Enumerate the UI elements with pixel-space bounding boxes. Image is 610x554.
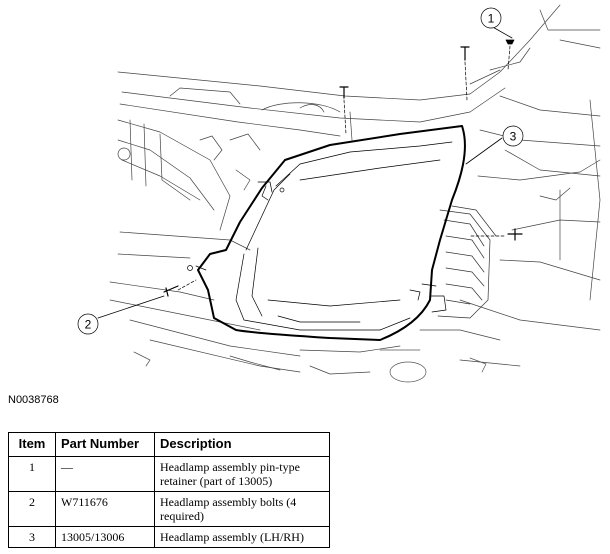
table-header-row: Item Part Number Description (8, 432, 330, 457)
callout-1: 1 (480, 7, 502, 29)
table-row: 2 W711676 Headlamp assembly bolts (4 req… (8, 491, 330, 527)
bumper-details (133, 349, 487, 383)
cell-part-number: 13005/13006 (55, 526, 155, 548)
cell-part-number: W711676 (55, 491, 155, 527)
cell-item: 1 (8, 456, 56, 492)
grille-linework (109, 119, 521, 375)
cooling-module (437, 205, 497, 319)
cell-description: Headlamp assembly pin-type retainer (par… (154, 456, 330, 492)
cell-description: Headlamp assembly bolts (4 required) (154, 491, 330, 527)
radiator-support-linework (117, 4, 601, 331)
callout-3: 3 (502, 125, 524, 147)
cell-part-number: — (55, 456, 155, 492)
header-part-number: Part Number (55, 432, 155, 457)
callout-2: 2 (77, 313, 99, 335)
cell-item: 2 (8, 491, 56, 527)
callout-2-label: 2 (85, 318, 92, 332)
header-description: Description (154, 432, 330, 457)
headlamp-illustration: 1 3 2 (77, 4, 601, 383)
header-item: Item (8, 432, 56, 457)
locator-lines (177, 45, 511, 291)
table-row: 1 — Headlamp assembly pin-type retainer … (8, 456, 330, 492)
fasteners (163, 39, 523, 297)
parts-table: Item Part Number Description 1 — Headlam… (8, 432, 330, 548)
cell-item: 3 (8, 526, 56, 548)
cell-description: Headlamp assembly (LH/RH) (154, 526, 330, 548)
figure-id: N0038768 (8, 394, 59, 406)
table-row: 3 13005/13006 Headlamp assembly (LH/RH) (8, 526, 330, 548)
headlamp-assembly (195, 125, 466, 341)
callout-3-label: 3 (510, 130, 517, 144)
callout-1-label: 1 (488, 12, 495, 26)
leader-lines (97, 25, 513, 319)
